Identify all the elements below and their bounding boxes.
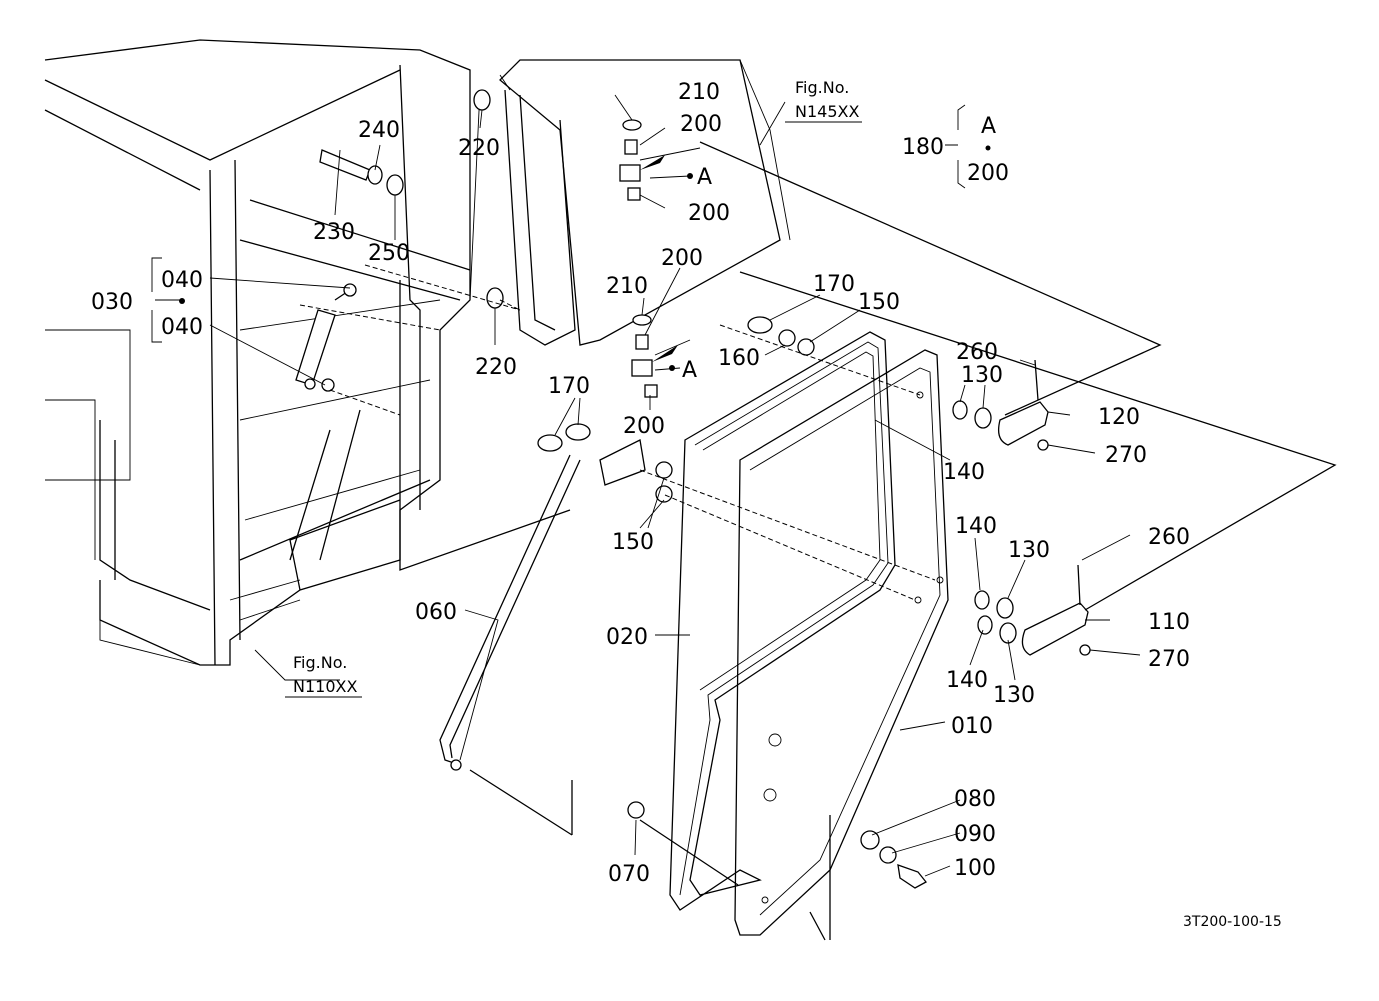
label-130: 130 xyxy=(993,683,1035,708)
label-170: 170 xyxy=(813,272,855,297)
fig-ref-n145xx: Fig.No. N145XX xyxy=(785,78,862,123)
label-a: A xyxy=(697,165,712,190)
bracket-180 xyxy=(945,104,991,189)
fig-ref-line2: N110XX xyxy=(293,677,357,696)
label-220: 220 xyxy=(458,136,500,161)
label-200: 200 xyxy=(688,201,730,226)
label-120: 120 xyxy=(1098,405,1140,430)
label-150: 150 xyxy=(612,530,654,555)
bracket-030 xyxy=(151,257,185,343)
handles xyxy=(997,359,1091,656)
label-250: 250 xyxy=(368,241,410,266)
label-110: 110 xyxy=(1148,610,1190,635)
label-a: A xyxy=(682,358,697,383)
label-270: 270 xyxy=(1105,443,1147,468)
fig-ref-line1: Fig.No. xyxy=(293,653,347,672)
fig-ref-n110xx: Fig.No. N110XX xyxy=(285,653,362,698)
label-020: 020 xyxy=(606,625,648,650)
marker-dot xyxy=(669,365,675,371)
part-labels: 210 200 A 200 180 A 200 240 220 230 250 … xyxy=(91,80,1190,887)
label-090: 090 xyxy=(954,822,996,847)
cab-frame xyxy=(44,39,511,666)
leader-lines xyxy=(155,94,1337,941)
door-seal-020 xyxy=(669,331,896,911)
label-060: 060 xyxy=(415,600,457,625)
marker-dot xyxy=(687,173,693,179)
drawing-code: 3T200-100-15 xyxy=(1183,914,1282,930)
label-270: 270 xyxy=(1148,647,1190,672)
fig-ref-line1: Fig.No. xyxy=(795,78,849,97)
arrow-icon xyxy=(640,155,665,170)
label-170: 170 xyxy=(548,374,590,399)
label-030: 030 xyxy=(91,290,133,315)
label-150: 150 xyxy=(858,290,900,315)
label-a: A xyxy=(981,114,996,139)
label-130: 130 xyxy=(961,363,1003,388)
label-040: 040 xyxy=(161,315,203,340)
label-140: 140 xyxy=(946,668,988,693)
label-140: 140 xyxy=(955,514,997,539)
label-180: 180 xyxy=(902,135,944,160)
label-160: 160 xyxy=(718,346,760,371)
label-220: 220 xyxy=(475,355,517,380)
label-210: 210 xyxy=(678,80,720,105)
fig-ref-line2: N145XX xyxy=(795,102,859,121)
label-260: 260 xyxy=(956,340,998,365)
label-130: 130 xyxy=(1008,538,1050,563)
label-140: 140 xyxy=(943,460,985,485)
label-080: 080 xyxy=(954,787,996,812)
label-200: 200 xyxy=(661,246,703,271)
label-260: 260 xyxy=(1148,525,1190,550)
rear-panel xyxy=(499,59,791,346)
label-100: 100 xyxy=(954,856,996,881)
door-glass-010 xyxy=(734,349,949,936)
label-210: 210 xyxy=(606,274,648,299)
label-040: 040 xyxy=(161,268,203,293)
label-010: 010 xyxy=(951,714,993,739)
label-240: 240 xyxy=(358,118,400,143)
label-200: 200 xyxy=(623,414,665,439)
label-070: 070 xyxy=(608,862,650,887)
arrow-icon xyxy=(652,345,678,362)
gas-spring-040 xyxy=(295,283,357,392)
label-230: 230 xyxy=(313,220,355,245)
label-200: 200 xyxy=(967,161,1009,186)
small-parts xyxy=(319,89,1017,889)
label-200: 200 xyxy=(680,112,722,137)
stay-rod-060 xyxy=(439,439,646,771)
